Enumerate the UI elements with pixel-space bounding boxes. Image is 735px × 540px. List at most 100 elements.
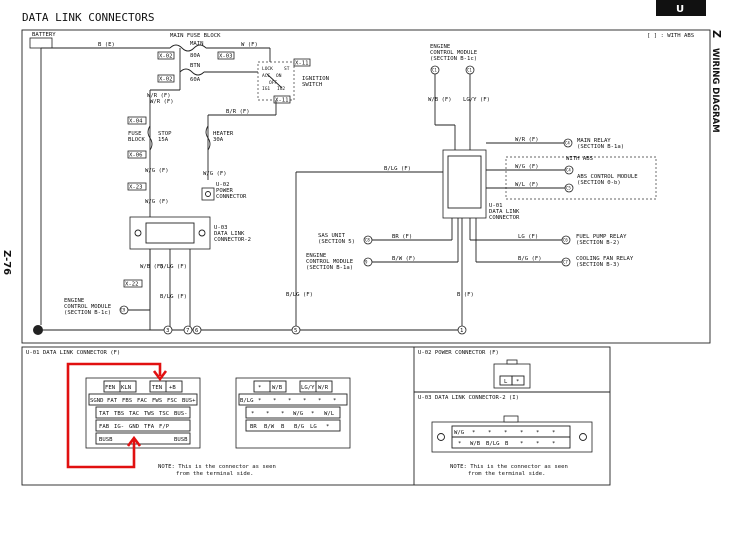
pin-label: W/L [324, 411, 335, 417]
wire-label: W/G (F) [145, 199, 169, 205]
pin-label: L [504, 379, 508, 385]
ign-pos: IG2 [277, 86, 285, 92]
pin-label: FEN [105, 385, 115, 391]
battery-box [29, 37, 53, 49]
pin-label: * [318, 398, 321, 404]
conn-circle: C4 [566, 168, 571, 173]
stop-fuse [147, 125, 153, 151]
pin-label: TAT [99, 411, 110, 417]
with-abs-label: WITH ABS [566, 156, 593, 162]
ignition-switch-label: IGNITION [302, 76, 329, 82]
conn-circle: C1 [432, 68, 437, 73]
pin-label: FAB [99, 424, 110, 430]
section-tab-letter: U [676, 4, 684, 15]
ref-tag: X-06 [129, 153, 142, 159]
fuse-block-label: BLOCK [128, 137, 145, 143]
power-connector-label: POWER [216, 188, 233, 194]
pin-label: B/LG [486, 441, 500, 447]
ground-icon [33, 325, 43, 335]
pin-label: * [258, 398, 261, 404]
pin-label: * [326, 424, 329, 430]
wire-label: W/B (F) [140, 264, 164, 270]
main-relay-label: (SECTION B-1a) [577, 144, 624, 150]
dlc-label: CONNECTOR [489, 215, 520, 221]
main-fuse [169, 44, 207, 52]
pin-label: * [516, 379, 519, 385]
ecm-mid-label: ENGINE [306, 253, 327, 259]
pin-label: * [520, 430, 523, 436]
stop-fuse-amp: 15A [158, 137, 169, 143]
ref-tag: X-22 [125, 282, 138, 288]
pin-label: FAT [107, 398, 118, 404]
conn-circle: C9 [121, 308, 126, 313]
u02-power-connector-face: L * [493, 359, 531, 389]
power-connector-label: CONNECTOR [216, 194, 247, 200]
wire-label: W/R (F) [515, 137, 539, 143]
wire-label: B/R (F) [226, 109, 250, 115]
wire-label: B/LG (F) [384, 166, 411, 172]
u03-dlc2-face: W/G * * * * * * * W/B B/LG B * * * [431, 415, 593, 453]
pin-label: B/W [264, 424, 275, 430]
conn-circle: C1 [467, 68, 472, 73]
ign-pos: ON [276, 73, 282, 79]
wire-label: B/LG (F) [160, 294, 187, 300]
pin-label: B/LG [240, 398, 254, 404]
pin-label: BUS+ [182, 398, 196, 404]
pin-label: TEN [152, 385, 162, 391]
conn-circle: C8 [365, 238, 370, 243]
pin-label: B/G [294, 424, 305, 430]
cooling-fan-label: COOLING FAN RELAY [576, 256, 634, 262]
pin-label: * [472, 430, 475, 436]
wire-label: W/G (F) [515, 164, 539, 170]
fuel-pump-label: (SECTION B-2) [576, 240, 620, 246]
fuel-pump-label: FUEL PUMP RELAY [576, 234, 627, 240]
ign-pos: IG1 [262, 86, 270, 92]
pin-label: B [281, 424, 285, 430]
ign-pos: ST [284, 66, 290, 72]
main-relay-label: MAIN RELAY [577, 138, 611, 144]
pin-label: TSC [159, 411, 169, 417]
pin-label: KLN [121, 385, 131, 391]
wire-label: W (F) [241, 42, 258, 48]
pin-label: LG [310, 424, 317, 430]
red-arrowhead-top [152, 370, 168, 382]
connector-views-panel [21, 346, 611, 486]
conn-circle: C7 [563, 260, 568, 265]
pin-label: LG/Y [301, 385, 315, 391]
ref-tag: X-03 [219, 54, 232, 60]
u03-title: U-03 DATA LINK CONNECTOR-2 (I) [418, 395, 519, 401]
ecm-mid-label: CONTROL MODULE [306, 259, 354, 265]
wire-label: B/LG (F) [160, 264, 187, 270]
pin-label: * [273, 398, 276, 404]
wire-label: W/R (F) [150, 99, 174, 105]
wire-label: W/B (F) [428, 97, 452, 103]
pin-label: * [552, 430, 555, 436]
diagram-frame [21, 29, 711, 344]
wire-label: W/R (F) [147, 93, 171, 99]
u01-title: U-01 DATA LINK CONNECTOR (F) [26, 350, 120, 356]
pin-label: * [536, 441, 539, 447]
ign-pos: OFF [269, 80, 277, 86]
btn-fuse-amp: 60A [190, 77, 201, 83]
btn-fuse [179, 68, 205, 76]
pin-label: W/R [318, 385, 329, 391]
pin-label: * [504, 430, 507, 436]
stop-fuse-label: STOP [158, 131, 172, 137]
pin-label: * [520, 441, 523, 447]
conn-circle: 7 [186, 328, 189, 334]
dlc2-label: CONNECTOR-2 [214, 237, 251, 243]
wire-label: BR (F) [392, 234, 412, 240]
wire-label: LG (F) [518, 234, 538, 240]
side-letter: Z [710, 30, 723, 38]
pin-label: SGND [90, 398, 104, 404]
abs-module-label: (SECTION 0-b) [577, 180, 621, 186]
pin-label: TAC [129, 411, 139, 417]
pin-label: BUS- [174, 411, 187, 417]
pin-label: FWS [152, 398, 162, 404]
pin-label: * [303, 398, 306, 404]
dlc2-label: U-03 [214, 225, 227, 231]
ecm-top-label: (SECTION B-1c) [430, 56, 477, 62]
wire-label: LG/Y (F) [463, 97, 490, 103]
pin-label: B [505, 441, 509, 447]
